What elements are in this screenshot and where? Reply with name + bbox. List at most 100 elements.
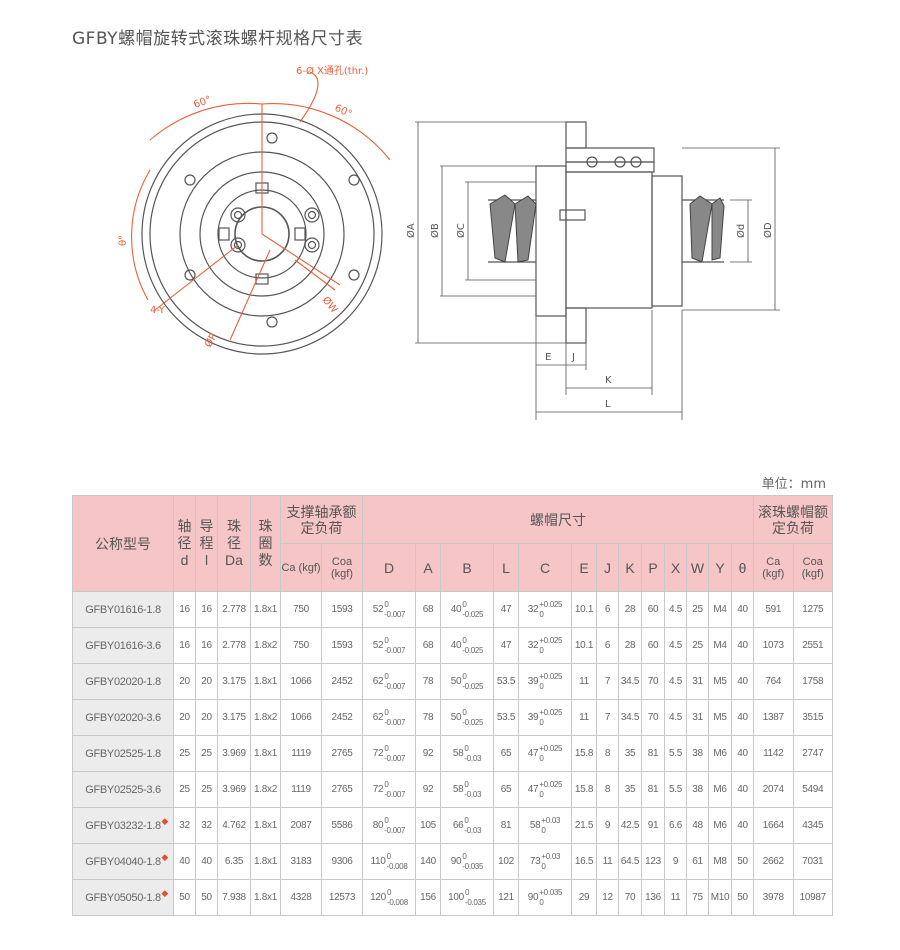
cell-E: 11 — [571, 663, 597, 700]
cell-turns: 1.8x2 — [250, 699, 281, 736]
cell-X: 5.5 — [664, 735, 687, 772]
j-label: J — [571, 352, 575, 363]
cell-da: 3.969 — [217, 735, 251, 772]
cell-P: 70 — [641, 663, 665, 700]
holes-label: 6-Ø X通孔(thr.) — [296, 65, 368, 77]
cell-L: 53.5 — [493, 699, 519, 736]
header-J: J — [596, 543, 619, 592]
cell-ca: 3183 — [280, 843, 322, 880]
cell-P: 60 — [641, 591, 665, 628]
cell-E: 15.8 — [571, 771, 597, 808]
cell-turns: 1.8x1 — [250, 591, 281, 628]
cell-ca: 2087 — [280, 807, 322, 844]
cell-turns: 1.8x1 — [250, 843, 281, 880]
cell-coa: 2452 — [321, 699, 363, 736]
cell-ca2: 1387 — [753, 699, 794, 736]
cell-W: 25 — [686, 591, 709, 628]
header-C: C — [518, 543, 572, 592]
cell-l: 16 — [195, 627, 218, 664]
cell-coa: 12573 — [321, 879, 363, 916]
cell-coa: 2765 — [321, 735, 363, 772]
cell-A: 68 — [415, 627, 441, 664]
cell-turns: 1.8x1 — [250, 735, 281, 772]
cell-Y: M5 — [708, 699, 732, 736]
l-label: L — [605, 399, 611, 410]
cell-X: 4.5 — [664, 627, 687, 664]
header-P: P — [641, 543, 665, 592]
cell-J: 8 — [596, 771, 619, 808]
cell-P: 81 — [641, 771, 665, 808]
cell-th: 40 — [731, 699, 754, 736]
model-cell: GFBY05050-1.8◆ — [72, 879, 174, 916]
cell-X: 11 — [664, 879, 687, 916]
cell-coa2: 1758 — [792, 663, 833, 700]
e-label: E — [545, 352, 551, 363]
cell-Y: M6 — [708, 771, 732, 808]
cell-d: 20 — [173, 699, 196, 736]
cell-turns: 1.8x2 — [250, 771, 281, 808]
page-title: GFBY螺帽旋转式滚珠螺杆规格尺寸表 — [72, 29, 364, 49]
cell-ca2: 2662 — [753, 843, 794, 880]
cell-ca2: 2074 — [753, 771, 794, 808]
cell-X: 4.5 — [664, 591, 687, 628]
nut-body — [535, 165, 567, 317]
cell-K: 64.5 — [618, 843, 642, 880]
header-L: L — [493, 543, 519, 592]
cell-coa2: 5494 — [792, 771, 833, 808]
cell-W: 38 — [686, 735, 709, 772]
header-X: X — [664, 543, 687, 592]
cell-J: 11 — [596, 843, 619, 880]
header-turns: 珠圈数 — [250, 495, 281, 592]
cell-J: 7 — [596, 663, 619, 700]
cell-da: 3.969 — [217, 771, 251, 808]
model-cell: GFBY02020-3.6 — [72, 699, 174, 736]
cell-coa2: 2747 — [792, 735, 833, 772]
cell-th: 40 — [731, 771, 754, 808]
diamond-icon: ◆ — [161, 888, 168, 898]
cell-ca: 1119 — [280, 771, 322, 808]
cell-turns: 1.8x1 — [250, 879, 281, 916]
cell-da: 4.762 — [217, 807, 251, 844]
cell-coa: 2765 — [321, 771, 363, 808]
cell-X: 4.5 — [664, 699, 687, 736]
cell-A: 68 — [415, 591, 441, 628]
cell-L: 65 — [493, 735, 519, 772]
header-W: W — [686, 543, 709, 592]
header-nut: 螺帽尺寸 — [362, 495, 754, 544]
cell-l: 25 — [195, 735, 218, 772]
cell-K: 28 — [618, 591, 642, 628]
cell-Y: M5 — [708, 663, 732, 700]
cell-E: 15.8 — [571, 735, 597, 772]
d-big-label: ØD — [762, 222, 774, 238]
cell-X: 4.5 — [664, 663, 687, 700]
theta-label: θ° — [118, 235, 129, 246]
cell-ca2: 1073 — [753, 627, 794, 664]
cell-A: 78 — [415, 663, 441, 700]
cell-th: 40 — [731, 663, 754, 700]
cell-E: 29 — [571, 879, 597, 916]
cell-d: 16 — [173, 627, 196, 664]
cell-l: 16 — [195, 591, 218, 628]
cell-L: 65 — [493, 771, 519, 808]
cell-A: 92 — [415, 735, 441, 772]
cell-ca2: 591 — [753, 591, 794, 628]
cell-Y: M6 — [708, 807, 732, 844]
cell-th: 40 — [731, 735, 754, 772]
cell-L: 121 — [493, 879, 519, 916]
